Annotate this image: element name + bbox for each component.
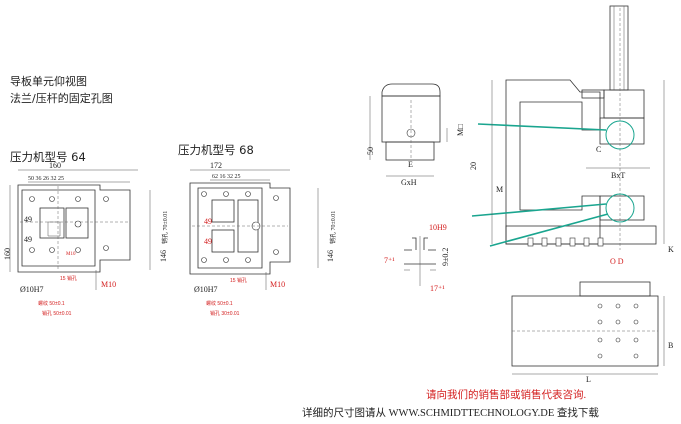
label-b: B (668, 341, 673, 350)
model-68-label: 压力机型号 68 (178, 143, 254, 157)
red-note-64: 15 销孔 (60, 275, 77, 282)
m10-label-68: M10 (270, 280, 285, 289)
t-slot-detail: 10H9 7⁺¹ 9±0.2 17⁺¹ (384, 223, 450, 293)
contact-note: 请向我们的销售部或销售代表咨询. (426, 390, 587, 401)
dim-7: 7⁺¹ (384, 256, 395, 265)
m10-label-64: M10 (101, 280, 116, 289)
dim-49-b: 49 (24, 235, 32, 244)
dim-160-top: 160 (49, 161, 61, 170)
dims-row-68: 62 16 32 25 (212, 174, 241, 180)
note1-68: 螺纹 50±0.1 (206, 300, 233, 307)
title-bottom-view: 导板单元仰视图 (10, 75, 87, 88)
bore-64: Ø10H7 (20, 285, 44, 294)
dim-17: 17⁺¹ (430, 284, 445, 293)
base-bolts (527, 237, 604, 247)
label-bxt: BxT (611, 171, 625, 180)
profile-section: 50 E GxH M□ 20 (366, 83, 478, 187)
label-mq: M□ (456, 124, 465, 136)
note1-64: 螺纹 50±0.1 (38, 300, 65, 307)
label-gxh: GxH (401, 178, 417, 187)
red-49-a: 49 (204, 217, 212, 226)
red-note-68: 15 销孔 (230, 277, 247, 284)
red-49-b: 49 (204, 237, 212, 246)
dim-20: 20 (469, 162, 478, 170)
model-64-label: 压力机型号 64 (10, 150, 86, 164)
dim-49-a: 49 (24, 215, 32, 224)
dim-146-68: 146 (326, 250, 335, 262)
model-64-plate: 160 50 36 26 32 25 49 49 M10 160 146 销孔 … (3, 161, 169, 317)
dims-row-64: 50 36 26 32 25 (28, 176, 64, 182)
title-fixing-holes: 法兰/压杆的固定孔图 (10, 92, 113, 105)
dim-50: 50 (366, 147, 375, 155)
bore-68: Ø10H7 (194, 285, 218, 294)
tol-10h9: 10H9 (429, 223, 447, 232)
press-top-view: B L (511, 281, 673, 384)
red-hole-label-64: M10 (66, 252, 76, 257)
label-od: O D (610, 257, 624, 266)
side-note-64: 销孔 70±0.01 (161, 211, 169, 244)
note2-68: 销孔 30±0.01 (210, 310, 240, 317)
label-e: E (408, 160, 413, 169)
dim-160-side: 160 (3, 248, 12, 260)
label-l: L (586, 375, 591, 384)
note2-64: 销孔 50±0.01 (42, 310, 72, 317)
download-note: 详细的尺寸图请从 WWW.SCHMIDTTECHNOLOGY.DE 查找下载 (302, 408, 599, 419)
side-note-68: 销孔 70±0.01 (329, 211, 337, 244)
label-c: C (596, 145, 601, 154)
dim-9: 9±0.2 (441, 248, 450, 266)
dim-146-64: 146 (159, 250, 168, 262)
press-side-view: C BxT M K O D (471, 5, 674, 266)
model-68-plate: 172 62 16 32 25 49 49 146 销孔 70±0.01 M10… (189, 161, 337, 317)
label-k: K (668, 245, 674, 254)
dim-172: 172 (210, 161, 222, 170)
label-m: M (496, 185, 503, 194)
